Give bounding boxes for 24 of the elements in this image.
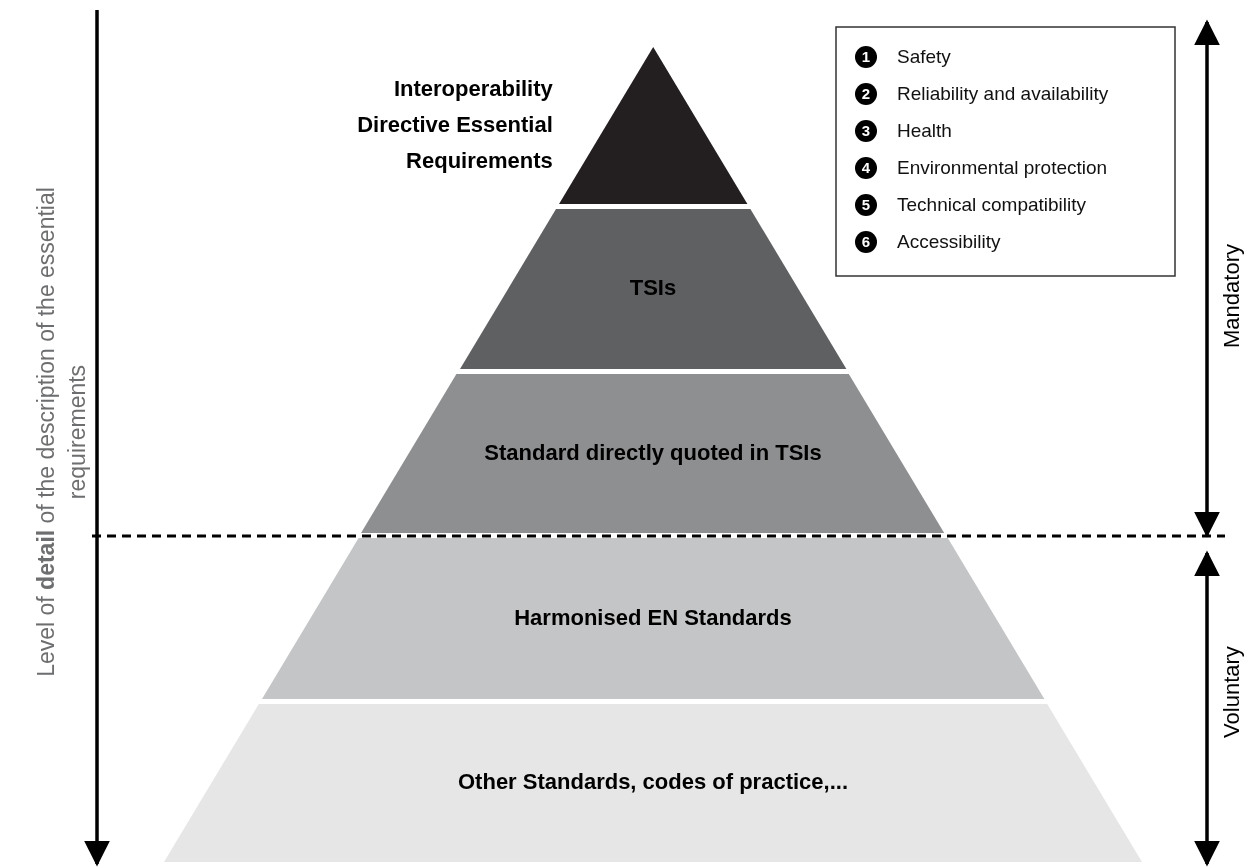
- layer-label: Standard directly quoted in TSIs: [483, 439, 823, 466]
- layer-label: Interoperability Directive Essential Requirements: [356, 75, 553, 175]
- number-badge: 1: [855, 46, 877, 68]
- legend-item: Technical compatibility: [897, 193, 1087, 217]
- side-label: Mandatory: [1219, 243, 1245, 350]
- legend-item: Accessibility: [897, 230, 1001, 254]
- axis-label: Level of detail of the description of the essential requirements: [32, 186, 91, 679]
- number-badge: 6: [855, 231, 877, 253]
- number-badge: 4: [855, 157, 877, 179]
- layer-label: Harmonised EN Standards: [513, 604, 793, 631]
- number-badge: 3: [855, 120, 877, 142]
- side-label: Voluntary: [1219, 645, 1245, 740]
- legend-item: Safety: [897, 45, 951, 69]
- pyramid-layer: [261, 538, 1045, 699]
- pyramid-layer: [361, 374, 945, 533]
- legend-item: Reliability and availability: [897, 82, 1109, 106]
- pyramid-layer: [459, 209, 847, 369]
- layer-label: Other Standards, codes of practice,...: [457, 769, 849, 795]
- number-badge: 2: [855, 83, 877, 105]
- layer-label: TSIs: [628, 275, 678, 301]
- legend-item: Health: [897, 119, 952, 143]
- number-badge: 5: [855, 194, 877, 216]
- pyramid-layer: [164, 704, 1142, 862]
- legend-item: Environmental protection: [897, 156, 1108, 180]
